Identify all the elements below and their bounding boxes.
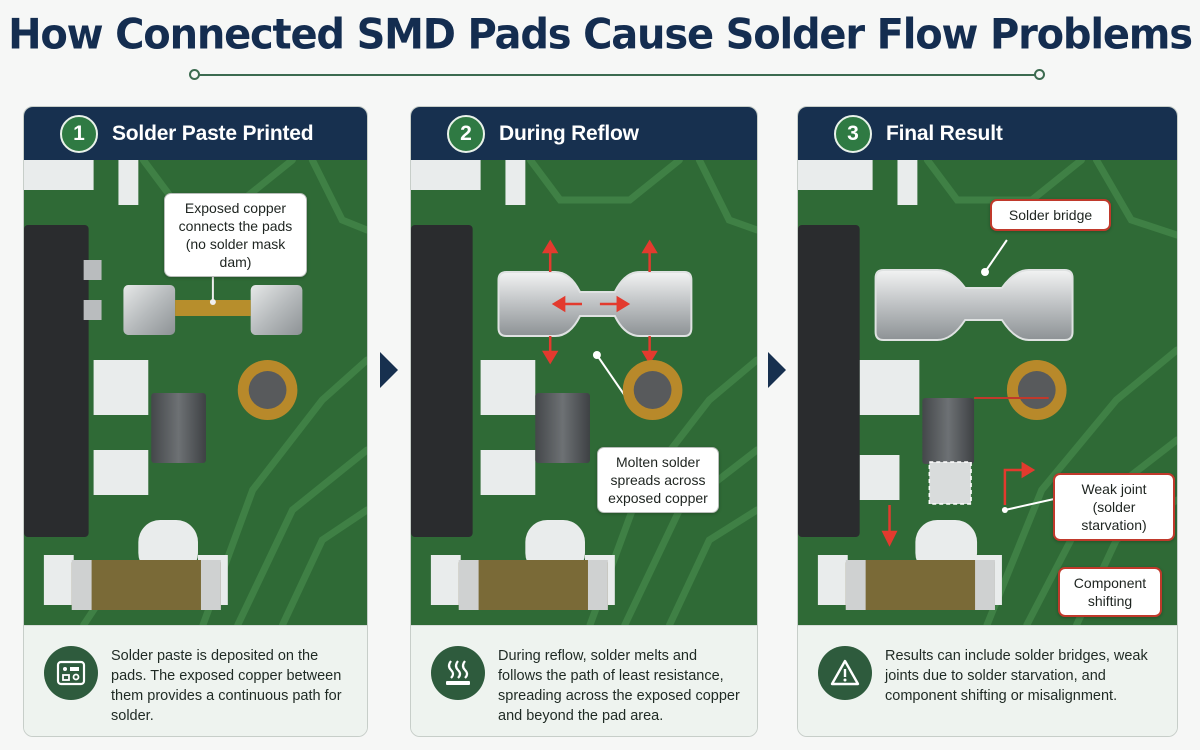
panel-header: 1 Solder Paste Printed [24, 107, 367, 160]
panel-title: During Reflow [499, 121, 639, 145]
page-title: How Connected SMD Pads Cause Solder Flow… [8, 10, 1193, 60]
panel-header: 2 During Reflow [411, 107, 757, 160]
divider-end-right [1034, 69, 1045, 80]
pcb-illustration [798, 160, 1177, 625]
callout-solder-bridge: Solder bridge [990, 199, 1111, 231]
title-divider [195, 74, 1040, 76]
step-description: During reflow, solder melts and follows … [498, 648, 740, 724]
callout-molten-solder: Molten solder spreads across exposed cop… [597, 447, 719, 513]
callout-component-shifting: Component shifting [1058, 567, 1162, 617]
panel-description: Solder paste is deposited on the pads. T… [24, 625, 367, 736]
warning-icon [818, 646, 872, 700]
callout-weak-joint: Weak joint (solder starvation) [1053, 473, 1175, 541]
panel-description: Results can include solder bridges, weak… [798, 625, 1177, 736]
panel-header: 3 Final Result [798, 107, 1177, 160]
step-arrow-icon [380, 352, 398, 388]
step-number-badge: 3 [834, 114, 872, 153]
divider-end-left [189, 69, 200, 80]
step-description: Results can include solder bridges, weak… [885, 648, 1148, 704]
panel-step-3: 3 Final Result [797, 106, 1178, 737]
pcb-illustration [411, 160, 757, 625]
step-number-badge: 1 [60, 114, 98, 153]
step-description: Solder paste is deposited on the pads. T… [111, 648, 342, 724]
pcb-icon [44, 646, 98, 700]
step-number-badge: 2 [447, 114, 485, 153]
panel-step-2: 2 During Reflow [410, 106, 758, 737]
step-arrow-icon [768, 352, 786, 388]
panel-description: During reflow, solder melts and follows … [411, 625, 757, 736]
heat-icon [431, 646, 485, 700]
panel-title: Final Result [886, 121, 1003, 145]
callout-exposed-copper: Exposed copper connects the pads (no sol… [164, 193, 307, 277]
panel-step-1: 1 Solder Paste Printed [23, 106, 368, 737]
panel-title: Solder Paste Printed [112, 121, 314, 145]
